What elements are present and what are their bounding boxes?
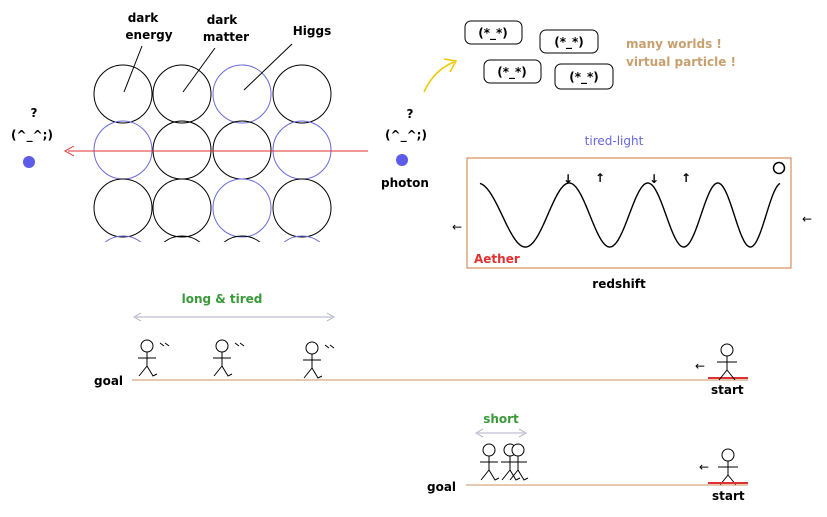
bubble-face-text: (*_*) xyxy=(497,65,527,80)
stick-figure-body xyxy=(213,352,233,377)
redshift-wave xyxy=(479,182,781,248)
short-span-arrow-left xyxy=(474,428,484,438)
virtual-particle-text: virtual particle ! xyxy=(626,55,736,69)
face-bubble xyxy=(464,20,523,45)
stick-figure-head xyxy=(482,443,496,457)
higgs-pointer xyxy=(243,43,293,91)
grid-circle xyxy=(152,178,212,238)
stick-figure-head xyxy=(721,448,735,462)
bubble-face-text: (*_*) xyxy=(569,70,599,85)
long-span-arrow-left xyxy=(132,312,142,322)
stick-figure-head xyxy=(305,341,319,355)
bubble-face-text: (*_*) xyxy=(478,26,508,41)
stick-figure-head xyxy=(511,443,525,457)
higgs-label: Higgs xyxy=(293,24,331,38)
grid-circle xyxy=(272,120,332,180)
grid-circle xyxy=(93,120,153,180)
bubble-face-text: (*_*) xyxy=(554,35,584,50)
stick-figure-head xyxy=(140,339,154,353)
motion-lines xyxy=(234,342,245,347)
dark-energy-label-1: dark xyxy=(128,11,160,25)
dark-matter-label-1: dark xyxy=(207,13,239,27)
stick-figure-head xyxy=(720,343,734,357)
grid-circle xyxy=(223,235,261,242)
arrow-left-icon: ← xyxy=(695,359,705,373)
grid-circle xyxy=(272,64,332,124)
bubble-group: (*_*) (*_*) (*_*) (*_*) xyxy=(464,20,614,90)
motion-lines xyxy=(324,344,335,349)
stick-figure-body xyxy=(717,356,737,381)
stick-figure-body xyxy=(501,456,521,481)
grid-circle xyxy=(93,64,153,124)
short-label: short xyxy=(483,412,519,426)
arrow-up-icon: ↑ xyxy=(681,171,691,185)
dark-energy-label-2: energy xyxy=(125,28,172,42)
stick-figure-body xyxy=(303,354,323,379)
arrow-down-icon: ↓ xyxy=(563,172,573,186)
many-worlds-text: many worlds ! xyxy=(626,37,722,51)
start-label-bottom: start xyxy=(712,489,745,503)
photon-dot-right xyxy=(396,154,408,166)
short-span-arrow-right xyxy=(518,428,528,438)
redshift-label: redshift xyxy=(592,277,646,291)
grid-circle xyxy=(152,64,212,124)
stick-figure-body xyxy=(138,352,158,377)
photon-label: photon xyxy=(381,176,429,190)
dark-energy-pointer xyxy=(123,45,143,93)
motion-lines xyxy=(159,342,170,347)
face-bubble xyxy=(539,29,599,54)
grid-circle xyxy=(93,178,153,238)
stick-figure-body xyxy=(718,461,738,486)
long-tired-label: long & tired xyxy=(182,292,263,306)
grid-circle xyxy=(272,178,332,238)
arrow-left-icon: ← xyxy=(699,460,709,474)
circle-grid xyxy=(93,64,332,242)
grid-circle xyxy=(283,235,321,242)
goal-label-bottom: goal xyxy=(427,480,456,494)
grid-circle xyxy=(212,178,272,238)
goal-label-top: goal xyxy=(94,374,123,388)
stick-figures xyxy=(138,339,738,486)
face-bubble xyxy=(483,59,542,84)
face-left: (^_^;) xyxy=(11,128,53,143)
small-circle-icon xyxy=(772,161,786,175)
dark-matter-label-2: matter xyxy=(203,30,249,44)
face-right: (^_^;) xyxy=(385,128,427,143)
grid-circle xyxy=(152,120,212,180)
yellow-arrow xyxy=(423,61,455,93)
aether-label: Aether xyxy=(474,252,520,266)
face-bubble xyxy=(554,63,614,90)
grid-circle xyxy=(163,235,201,242)
start-label-top: start xyxy=(711,383,744,397)
question-mark-right: ? xyxy=(407,107,414,121)
photon-dot-left xyxy=(23,156,35,168)
stick-figure-head xyxy=(215,339,229,353)
dark-matter-pointer xyxy=(182,47,216,93)
stick-figure-body xyxy=(480,456,500,481)
grid-circle xyxy=(104,235,142,242)
arrow-up-icon: ↑ xyxy=(595,171,605,185)
grid-circle xyxy=(212,64,272,124)
yellow-arrowhead xyxy=(443,58,458,73)
arrow-down-icon: ↓ xyxy=(649,172,659,186)
tired-light-title: tired-light xyxy=(585,134,644,148)
aether-box xyxy=(466,157,792,269)
photon-path-arrowhead xyxy=(63,145,75,157)
question-mark-left: ? xyxy=(31,106,38,120)
arrow-left-icon: ← xyxy=(452,220,462,234)
long-span-arrow-right xyxy=(326,312,336,322)
stick-figure-body xyxy=(509,456,529,481)
arrow-left-icon: ← xyxy=(802,212,812,226)
grid-circle xyxy=(212,120,272,180)
